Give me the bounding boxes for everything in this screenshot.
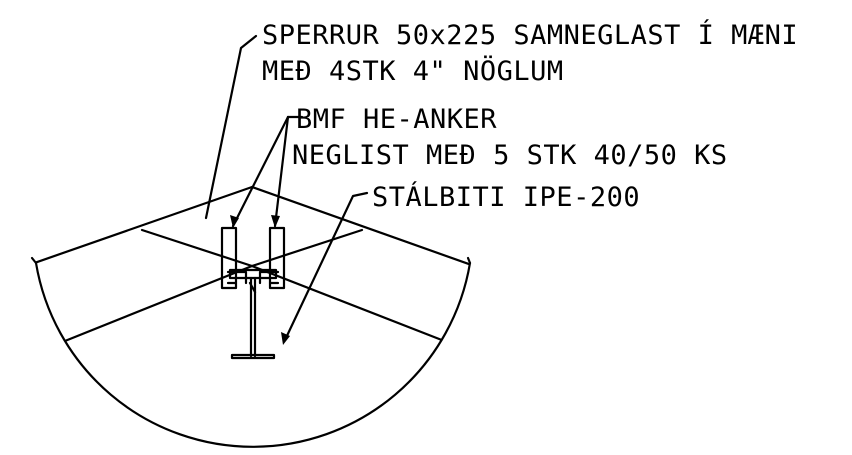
leader-rafters	[204, 34, 258, 220]
rafter-left-bottom-edge	[38, 264, 254, 353]
arrowhead-anchor-left	[230, 215, 239, 228]
arrowhead-anchor-right	[271, 215, 280, 228]
he-anchor-left	[220, 226, 248, 290]
section-arc-left-end	[30, 256, 38, 265]
rafter-right-cut	[250, 228, 364, 268]
rafter-left-top-edge	[36, 185, 254, 270]
arrowhead-beam	[281, 332, 290, 345]
label-beam-line1: STÁLBITI IPE-200	[372, 181, 640, 213]
leader-beam	[281, 191, 369, 345]
rafter-left-cut	[140, 228, 254, 268]
rafter-right-top-edge	[250, 185, 470, 270]
label-anchor-line2: NEGLIST MEÐ 5 STK 40/50 KS	[292, 140, 728, 171]
steel-beam-ipe200	[228, 268, 278, 360]
rafter-right-bottom-edge	[250, 264, 470, 353]
section-arc-right-end	[466, 256, 472, 265]
he-anchor-right	[258, 226, 286, 290]
leader-anchors	[230, 115, 304, 228]
label-anchor-line1: BMF HE-ANKER	[296, 104, 497, 135]
section-arc	[34, 261, 472, 448]
label-rafters-line2: MEÐ 4STK 4" NÖGLUM	[262, 55, 564, 87]
label-rafters-line1: SPERRUR 50x225 SAMNEGLAST Í MÆNI	[262, 19, 798, 51]
